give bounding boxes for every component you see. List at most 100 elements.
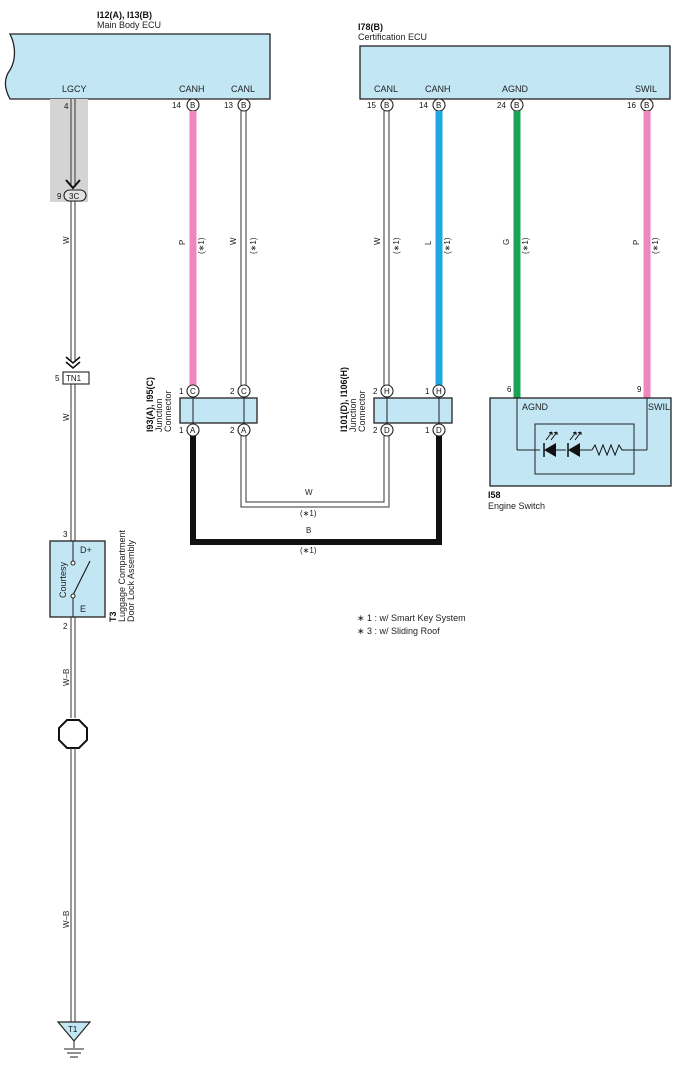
wire-label-bottom-w: W xyxy=(305,488,313,497)
svg-text:B: B xyxy=(384,101,389,110)
svg-text:1: 1 xyxy=(425,426,430,435)
svg-text:2: 2 xyxy=(230,387,235,396)
junction-2-ref: I101(D), I106(H) xyxy=(339,367,349,432)
pin-label-lgcy: LGCY xyxy=(62,84,87,94)
certification-ecu-name: Certification ECU xyxy=(358,32,427,42)
ground-t1-triangle xyxy=(56,1021,92,1042)
svg-text:D: D xyxy=(436,426,442,435)
resistor-icon xyxy=(591,443,625,457)
wire-label-wb-2: W–B xyxy=(62,911,71,928)
double-chevron-icon xyxy=(65,356,81,370)
wire-label-lgcy-w: W xyxy=(62,236,71,244)
svg-text:14: 14 xyxy=(419,101,428,110)
engine-switch-pin-agnd: AGND xyxy=(522,402,549,412)
svg-text:C: C xyxy=(241,387,247,396)
led-icon xyxy=(543,431,592,457)
door-lock-box xyxy=(49,540,106,618)
svg-text:B: B xyxy=(241,101,246,110)
svg-text:1: 1 xyxy=(179,426,184,435)
cert-pin-label-agnd: AGND xyxy=(502,84,529,94)
door-lock-pin-bot: 2 xyxy=(63,622,68,631)
svg-text:(∗1): (∗1) xyxy=(249,237,258,254)
svg-text:B: B xyxy=(436,101,441,110)
courtesy-label: Courtesy xyxy=(58,561,68,598)
connector-tn1 xyxy=(62,371,90,385)
door-lock-line1: Luggage Compartment xyxy=(117,529,127,622)
junction-1-line1: Junction xyxy=(154,398,164,432)
wire-label-cert-canh-l: L xyxy=(424,240,433,245)
connector-3c-label: 3C xyxy=(69,192,79,201)
junction-1-line2: Connector xyxy=(163,390,173,432)
svg-text:A: A xyxy=(241,426,247,435)
svg-text:9: 9 xyxy=(637,385,642,394)
wire-label-swil-p: P xyxy=(632,240,641,245)
ground-icon xyxy=(64,1048,84,1058)
wire-label-bottom-b: B xyxy=(306,526,311,535)
main-body-ecu-ref: I12(A), I13(B) xyxy=(97,10,152,20)
cert-pin-label-canl: CANL xyxy=(374,84,398,94)
svg-text:H: H xyxy=(436,387,442,396)
junction-connector-1 xyxy=(179,397,258,424)
courtesy-switch xyxy=(72,560,91,596)
pin-num-canl-main: 13 xyxy=(224,101,233,110)
lgcy-shade xyxy=(50,99,88,202)
svg-text:H: H xyxy=(384,387,390,396)
svg-text:(∗1): (∗1) xyxy=(443,237,452,254)
pin-num-lgcy: 4 xyxy=(64,102,69,111)
svg-text:24: 24 xyxy=(497,101,506,110)
wire-label-cert-canl-w: W xyxy=(373,237,382,245)
svg-text:A: A xyxy=(190,426,196,435)
svg-text:B: B xyxy=(514,101,519,110)
cert-pin-label-swil: SWIL xyxy=(635,84,657,94)
door-lock-ref: T3 xyxy=(108,611,118,622)
svg-text:16: 16 xyxy=(627,101,636,110)
door-lock-pin-bot-label: E xyxy=(80,604,86,614)
door-lock-pin-top: 3 xyxy=(63,530,68,539)
svg-text:2: 2 xyxy=(373,426,378,435)
wire-label-wb-1: W–B xyxy=(62,669,71,686)
svg-text:(∗1): (∗1) xyxy=(300,509,317,518)
svg-text:6: 6 xyxy=(507,385,512,394)
junction-2-line1: Junction xyxy=(348,398,358,432)
splice-point-icon xyxy=(58,719,88,749)
svg-text:2: 2 xyxy=(373,387,378,396)
pin-label-canh: CANH xyxy=(179,84,205,94)
connector-3c-pin: 9 xyxy=(57,192,62,201)
svg-text:D: D xyxy=(384,426,390,435)
ground-t1-label: T1 xyxy=(68,1025,78,1034)
legend-sliding-roof: ∗ 3 : w/ Sliding Roof xyxy=(357,626,440,636)
svg-text:15: 15 xyxy=(367,101,376,110)
wire-label-canl-w: W xyxy=(229,237,238,245)
junction-2-line2: Connector xyxy=(357,390,367,432)
engine-switch-ref: I58 xyxy=(488,490,501,500)
wire-bottom-w xyxy=(240,436,390,508)
svg-text:(∗1): (∗1) xyxy=(651,237,660,254)
certification-ecu-box[interactable] xyxy=(359,45,671,100)
legend-smart-key: ∗ 1 : w/ Smart Key System xyxy=(357,613,466,623)
wire-label-canh-p: P xyxy=(178,240,187,245)
door-lock-pin-top-label: D+ xyxy=(80,545,92,555)
wire-label-tn1-w: W xyxy=(62,413,71,421)
wire-label-agnd-g: G xyxy=(502,239,511,245)
svg-text:B: B xyxy=(190,101,195,110)
connector-tn1-label: TN1 xyxy=(66,374,82,383)
svg-text:(∗1): (∗1) xyxy=(300,546,317,555)
pin-b-canl-main xyxy=(237,98,251,112)
svg-text:C: C xyxy=(190,387,196,396)
svg-text:1: 1 xyxy=(425,387,430,396)
svg-text:(∗1): (∗1) xyxy=(521,237,530,254)
engine-switch-name: Engine Switch xyxy=(488,501,545,511)
svg-text:(∗1): (∗1) xyxy=(197,237,206,254)
svg-text:B: B xyxy=(644,101,649,110)
junction-connector-2 xyxy=(373,397,453,424)
svg-text:2: 2 xyxy=(230,426,235,435)
pin-label-canl: CANL xyxy=(231,84,255,94)
door-lock-line2: Door Lock Assembly xyxy=(126,539,136,622)
engine-switch-pin-swil: SWIL xyxy=(648,402,670,412)
main-body-ecu-name: Main Body ECU xyxy=(97,20,161,30)
certification-ecu-ref: I78(B) xyxy=(358,22,383,32)
main-body-ecu-box xyxy=(4,33,271,100)
svg-text:(∗1): (∗1) xyxy=(392,237,401,254)
cert-pin-label-canh: CANH xyxy=(425,84,451,94)
